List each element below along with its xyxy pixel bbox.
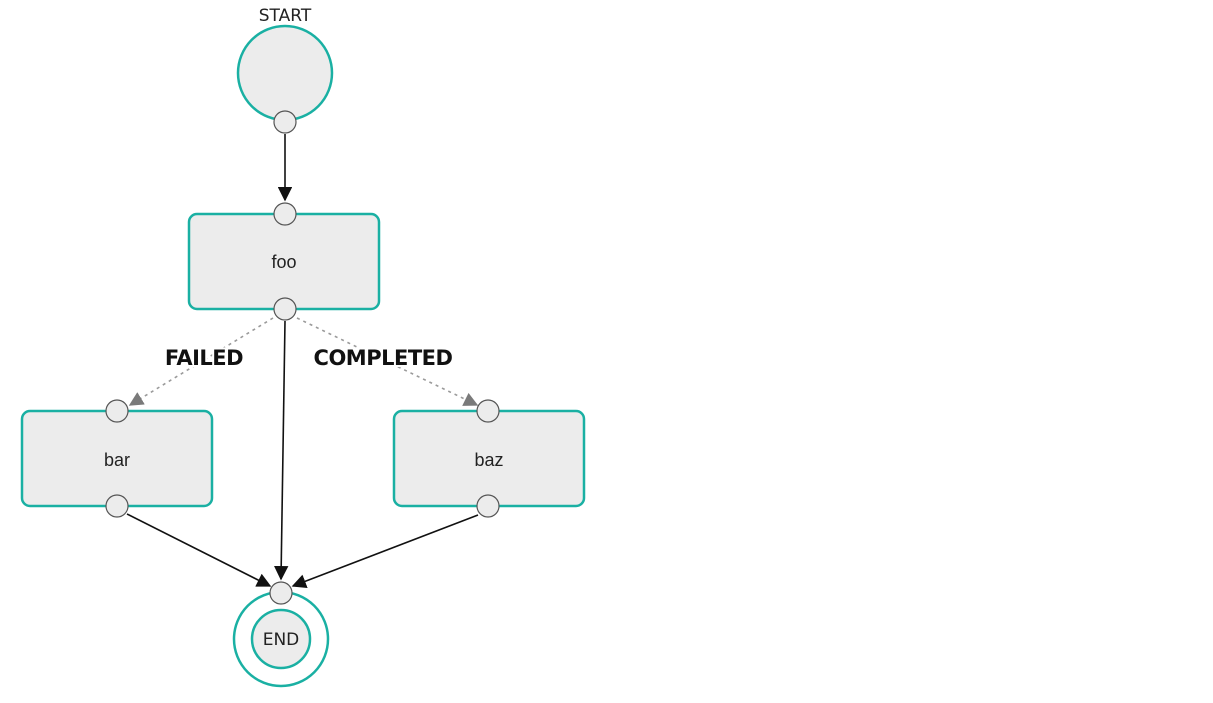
edge-baz-to-end[interactable] [291, 514, 479, 589]
end-node-label: END [263, 630, 300, 650]
end-node-inner-circle [250, 608, 312, 670]
task-node-baz[interactable]: baz [392, 399, 586, 518]
start-node-output-port[interactable] [273, 110, 297, 134]
edge-foo-to-baz-completed[interactable] [296, 317, 479, 406]
task-node-bar-output-port[interactable] [105, 494, 129, 518]
task-node-foo-input-port[interactable] [273, 202, 297, 226]
task-node-baz-input-port[interactable] [476, 399, 500, 423]
end-node[interactable]: END [232, 581, 330, 688]
edge-foo-to-end[interactable] [274, 320, 289, 581]
start-node-shape [236, 24, 334, 122]
start-node[interactable] [236, 24, 334, 134]
task-node-foo[interactable]: foo [187, 202, 381, 321]
task-node-bar-label: bar [104, 450, 130, 470]
task-node-bar-input-port[interactable] [105, 399, 129, 423]
task-node-bar[interactable]: bar [20, 399, 214, 518]
end-node-input-port[interactable] [269, 581, 293, 605]
task-node-foo-label: foo [271, 252, 296, 272]
task-node-baz-label: baz [474, 450, 503, 470]
edge-bar-to-end[interactable] [126, 513, 272, 587]
start-node-label: START [259, 6, 312, 26]
edge-label-completed: COMPLETED [314, 346, 453, 370]
task-node-baz-output-port[interactable] [476, 494, 500, 518]
edge-label-failed: FAILED [165, 346, 243, 370]
task-node-foo-output-port[interactable] [273, 297, 297, 321]
